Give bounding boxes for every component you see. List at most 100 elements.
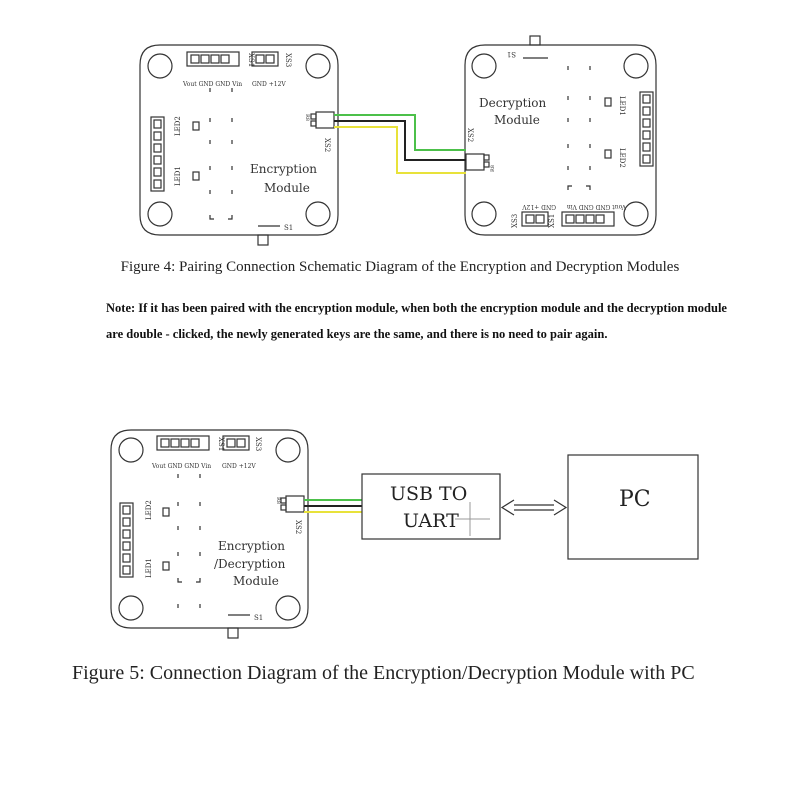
pin-label-right: GND +12V xyxy=(522,203,556,210)
connector-xs1-pins xyxy=(561,211,615,227)
xs1-label: XS1 xyxy=(548,214,556,228)
pin-label-left: Vout GND GND Vin xyxy=(567,203,627,210)
right-header-pins xyxy=(639,91,654,167)
led1-pad xyxy=(192,171,200,181)
r8-pad xyxy=(280,504,287,511)
xs2-connector xyxy=(315,111,335,129)
component-markers xyxy=(177,474,201,608)
r8-pad xyxy=(280,497,287,504)
board-outline xyxy=(464,44,657,236)
wire-black xyxy=(334,120,466,161)
s1-label: S1 xyxy=(254,614,263,622)
wire-yellow xyxy=(334,126,466,174)
encryption-board xyxy=(139,44,339,246)
module-board xyxy=(110,429,309,639)
r8-pad xyxy=(483,161,490,168)
mount-hole xyxy=(147,201,173,227)
xs3-label: XS3 xyxy=(511,214,519,228)
led1-label: LED1 xyxy=(145,558,153,578)
board-outline xyxy=(139,44,339,236)
mount-hole xyxy=(118,595,144,621)
left-header-pins xyxy=(150,116,165,192)
led2-label: LED2 xyxy=(145,500,153,520)
module-label: /Decryption xyxy=(214,557,286,571)
pin-label-right: GND +12V xyxy=(252,81,286,88)
xs2-label: XS2 xyxy=(294,520,302,534)
connector-xs1-pins xyxy=(186,51,240,67)
module-board-labels: Vout GND GND Vin GND +12V Encryption /De… xyxy=(145,437,302,622)
decryption-board xyxy=(464,35,657,236)
mount-hole xyxy=(471,201,497,227)
double-arrow xyxy=(500,499,568,516)
connector-xs1-pins xyxy=(156,435,210,451)
xs2-connector xyxy=(465,153,485,171)
pin-label-left: Vout GND GND Vin xyxy=(182,81,242,88)
component-markers xyxy=(567,66,591,190)
mount-hole xyxy=(471,53,497,79)
usb-box-label: USB TO xyxy=(390,483,467,505)
module-label: Encryption xyxy=(250,162,317,176)
encryption-board-labels: Vout GND GND Vin GND +12V Encryption Mod… xyxy=(174,53,331,232)
xs2-label: XS2 xyxy=(323,138,331,152)
figure5-caption: Figure 5: Connection Diagram of the Encr… xyxy=(72,662,695,684)
led1-pad xyxy=(604,97,612,107)
r8-label: R8 xyxy=(275,497,281,504)
pc-box: PC xyxy=(567,454,699,560)
r8-pad xyxy=(310,113,317,120)
module-label: Module xyxy=(233,574,279,588)
r8-pad xyxy=(310,120,317,127)
wire-green xyxy=(334,114,466,151)
r8-label: R8 xyxy=(304,114,310,121)
usb-to-uart-box: USB TO UART xyxy=(361,473,501,540)
xs3-label: XS3 xyxy=(254,437,262,451)
module-label: Module xyxy=(264,181,310,195)
pc-label: PC xyxy=(619,487,651,512)
led2-pad xyxy=(192,121,200,131)
mount-hole xyxy=(147,53,173,79)
xs1-label: XS1 xyxy=(247,53,255,67)
usb-box-outline xyxy=(361,473,501,540)
s1-label: S1 xyxy=(507,50,516,58)
pairing-note: Note: If it has been paired with the enc… xyxy=(106,301,727,341)
led1-label: LED1 xyxy=(618,96,626,116)
led1-pad xyxy=(162,561,170,571)
component-markers xyxy=(209,88,233,220)
mount-hole xyxy=(623,53,649,79)
s1-label: S1 xyxy=(284,224,293,232)
pc-box-outline xyxy=(567,454,699,560)
r8-pad xyxy=(483,154,490,161)
pairing-wires xyxy=(334,114,466,174)
mount-hole xyxy=(118,437,144,463)
decryption-board-labels: Vout GND GND Vin GND +12V Decryption Mod… xyxy=(466,50,627,228)
module-label: Module xyxy=(494,113,540,127)
xs2-label: XS2 xyxy=(466,128,474,142)
uart-wires xyxy=(304,499,362,513)
connector-xs3-pins xyxy=(521,211,549,227)
connector-xs3-pins xyxy=(222,435,250,451)
led2-label: LED2 xyxy=(618,148,626,168)
switch-button xyxy=(529,35,541,46)
pin-label-left: Vout GND GND Vin xyxy=(151,463,211,470)
switch-button xyxy=(257,234,269,246)
led1-label: LED1 xyxy=(174,166,182,186)
xs3-label: XS3 xyxy=(284,53,292,67)
r8-label: R8 xyxy=(490,165,496,172)
usb-box-label: UART xyxy=(403,510,459,532)
board-outline xyxy=(110,429,309,629)
pin-label-right: GND +12V xyxy=(222,463,256,470)
mount-hole xyxy=(305,201,331,227)
led2-pad xyxy=(162,507,170,517)
led2-label: LED2 xyxy=(174,116,182,136)
led2-pad xyxy=(604,149,612,159)
switch-button xyxy=(227,627,239,639)
xs1-label: XS1 xyxy=(217,437,225,451)
mount-hole xyxy=(623,201,649,227)
module-label: Decryption xyxy=(479,96,547,110)
mount-hole xyxy=(305,53,331,79)
mount-hole xyxy=(275,595,301,621)
module-label: Encryption xyxy=(218,539,285,553)
xs2-connector xyxy=(285,495,305,513)
mount-hole xyxy=(275,437,301,463)
connector-xs3-pins xyxy=(251,51,279,67)
